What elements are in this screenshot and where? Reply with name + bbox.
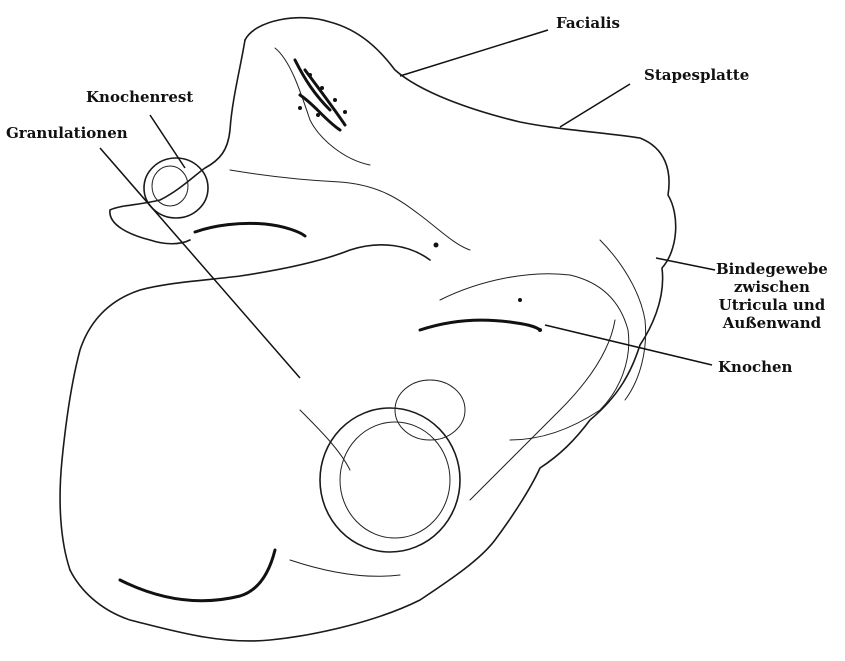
specimen-outer-contour-left	[110, 40, 245, 244]
inner-ring-mid	[600, 240, 646, 400]
label-stapesplatte: Stapesplatte	[644, 66, 749, 84]
vestibule-dark-band	[420, 320, 540, 330]
label-knochen: Knochen	[718, 358, 792, 376]
leader-granulationen	[100, 148, 300, 378]
inner-ring-outer	[440, 274, 629, 440]
leader-facialis	[400, 30, 548, 76]
granulation-strand	[195, 223, 305, 236]
leader-knochenrest	[150, 115, 185, 168]
label-knochenrest: Knochenrest	[86, 88, 193, 106]
bindegewebe-line-1: Bindegewebe	[716, 260, 828, 278]
bindegewebe-line-2: zwischen	[716, 278, 828, 296]
bone-lamina-right	[470, 320, 615, 500]
leader-stapesplatte	[560, 84, 630, 127]
bindegewebe-line-4: Außenwand	[716, 314, 828, 332]
label-granulationen: Granulationen	[6, 124, 128, 142]
facialis-region	[295, 60, 345, 130]
label-bindegewebe: Bindegewebe zwischen Utricula und Außenw…	[716, 260, 828, 332]
bindegewebe-line-3: Utricula und	[716, 296, 828, 314]
utricle-oval	[320, 408, 460, 552]
upper-bone-inner-edge	[230, 170, 470, 250]
label-facialis: Facialis	[556, 14, 620, 32]
bone-lamina-lower	[120, 550, 275, 601]
facial-canal-wall	[275, 48, 370, 165]
specimen-lower-lobe	[60, 245, 430, 570]
